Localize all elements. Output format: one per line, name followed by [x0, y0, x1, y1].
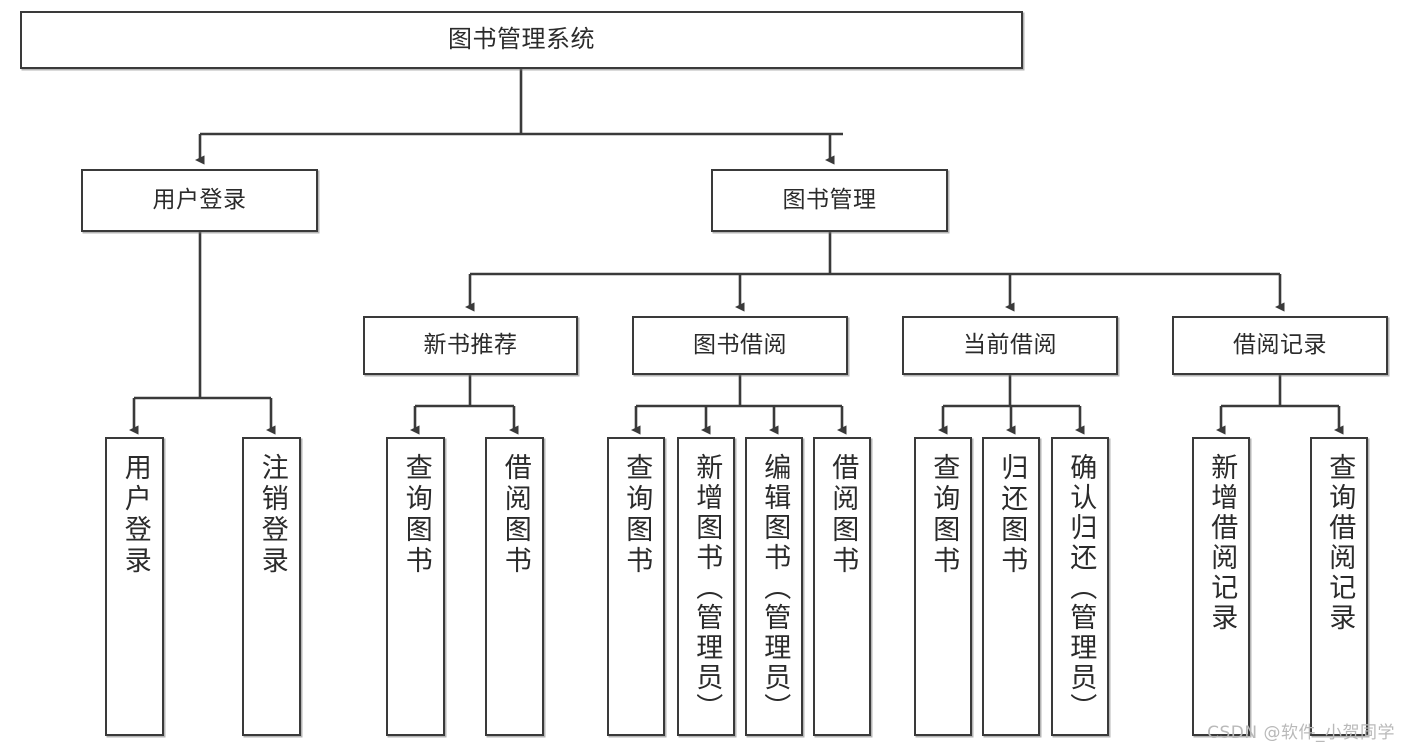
node-current-borrow[interactable]: 当前借阅 — [902, 316, 1118, 375]
node-label: 确认归还（管理员） — [1065, 453, 1097, 723]
leaf-add-book-admin[interactable]: 新增图书（管理员） — [677, 437, 735, 736]
leaf-add-borrow-record[interactable]: 新增借阅记录 — [1192, 437, 1250, 736]
node-label: 查询图书 — [928, 453, 960, 577]
node-label: 借阅记录 — [1233, 332, 1327, 359]
node-user-login[interactable]: 用户登录 — [81, 169, 318, 232]
leaf-borrow-book-new[interactable]: 借阅图书 — [485, 437, 544, 736]
node-borrow-record[interactable]: 借阅记录 — [1172, 316, 1388, 375]
node-label: 归还图书 — [996, 453, 1028, 577]
node-label: 查询图书 — [400, 453, 432, 577]
node-label: 注销登录 — [256, 453, 288, 577]
leaf-query-borrow-record[interactable]: 查询借阅记录 — [1310, 437, 1368, 736]
node-label: 当前借阅 — [963, 332, 1057, 359]
leaf-logout[interactable]: 注销登录 — [242, 437, 301, 736]
node-label: 新书推荐 — [423, 332, 518, 359]
node-root-system[interactable]: 图书管理系统 — [20, 11, 1023, 69]
node-label: 新增借阅记录 — [1206, 453, 1238, 633]
leaf-confirm-return-admin[interactable]: 确认归还（管理员） — [1051, 437, 1109, 736]
node-label: 用户登录 — [152, 187, 247, 214]
node-label: 借阅图书 — [827, 453, 859, 577]
node-label: 图书管理系统 — [448, 25, 595, 54]
node-book-management[interactable]: 图书管理 — [711, 169, 948, 232]
leaf-edit-book-admin[interactable]: 编辑图书（管理员） — [745, 437, 803, 736]
node-new-book-recommend[interactable]: 新书推荐 — [363, 316, 578, 375]
node-label: 用户登录 — [119, 453, 151, 577]
node-label: 图书管理 — [782, 187, 877, 214]
leaf-query-book-current[interactable]: 查询图书 — [914, 437, 972, 736]
node-label: 借阅图书 — [499, 453, 531, 577]
csdn-watermark: CSDN @软件_小贺同学 — [1207, 723, 1395, 743]
node-label: 查询借阅记录 — [1324, 453, 1356, 633]
node-label: 新增图书（管理员） — [691, 453, 723, 723]
leaf-user-login[interactable]: 用户登录 — [105, 437, 164, 736]
node-label: 查询图书 — [621, 453, 653, 577]
node-book-borrow[interactable]: 图书借阅 — [632, 316, 848, 375]
leaf-borrow-book[interactable]: 借阅图书 — [813, 437, 871, 736]
leaf-query-book-borrow[interactable]: 查询图书 — [607, 437, 665, 736]
node-label: 编辑图书（管理员） — [759, 453, 791, 723]
node-label: 图书借阅 — [693, 332, 787, 359]
leaf-return-book[interactable]: 归还图书 — [982, 437, 1040, 736]
leaf-query-book-new[interactable]: 查询图书 — [386, 437, 445, 736]
